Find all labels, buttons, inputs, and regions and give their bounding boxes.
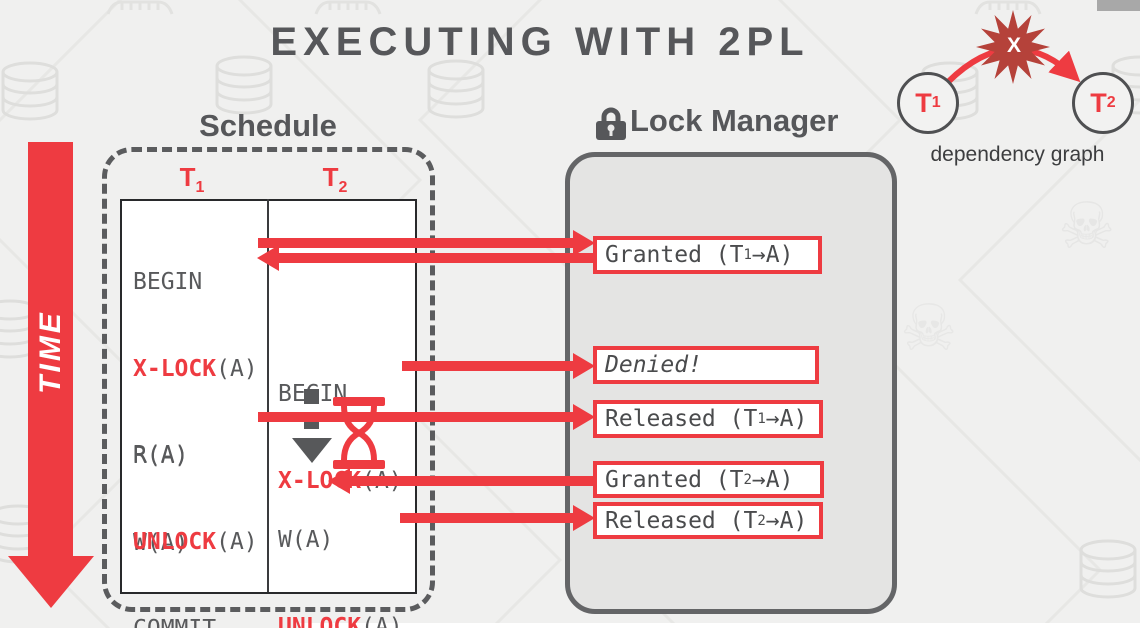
arrow-unlock-t1-request-head-icon — [573, 404, 595, 430]
column-header-t2: T2 — [322, 162, 348, 197]
code-line: W(A) — [133, 530, 189, 556]
code-line: R(A) — [133, 443, 189, 469]
lock-icon — [596, 107, 626, 140]
schedule-title: Schedule — [199, 108, 337, 143]
arrow-xlock-t1-request — [258, 238, 573, 248]
message-denied: Denied! — [593, 346, 819, 384]
schedule-dashed-border — [102, 147, 435, 612]
arrow-unlock-t2-request — [400, 513, 573, 523]
code-line: COMMIT — [133, 615, 258, 628]
conflict-x-label: X — [1006, 34, 1021, 57]
dependency-graph-figure — [945, 10, 1081, 85]
dependency-graph-label: dependency graph — [930, 143, 1105, 166]
corner-tab — [1097, 0, 1140, 11]
schedule-column-divider — [267, 199, 269, 592]
svg-text:☠: ☠ — [900, 292, 957, 366]
arrow-xlock-t2-request — [402, 361, 573, 371]
arrow-granted-t1-response-head-icon — [257, 245, 279, 271]
arrow-xlock-t1-request-head-icon — [573, 230, 595, 256]
arrow-granted-t2-response-head-icon — [328, 468, 350, 494]
wait-arrow-dash-icon — [304, 389, 319, 404]
arrow-xlock-t2-request-head-icon — [573, 353, 595, 379]
arrow-unlock-t2-request-head-icon — [573, 505, 595, 531]
time-arrow — [28, 142, 73, 557]
code-line: X-LOCK(A) — [133, 356, 258, 382]
t1-operations-top: BEGIN X-LOCK(A) R(A) W(A) — [133, 210, 258, 616]
code-line: BEGIN — [133, 269, 203, 295]
bottom-strip — [300, 623, 1140, 628]
lock-manager-title: Lock Manager — [630, 103, 839, 138]
t1-operations-bottom: R(A) UNLOCK(A) COMMIT — [133, 383, 258, 628]
hourglass-icon — [333, 397, 385, 469]
code-line: UNLOCK(A) — [133, 529, 258, 555]
time-label: TIME — [34, 310, 67, 394]
column-header-t1: T1 — [179, 162, 205, 197]
arrow-granted-t1-response — [279, 253, 593, 263]
code-line: R(A) — [133, 442, 189, 468]
code-line: UNLOCK(A) — [278, 614, 403, 628]
page-title: EXECUTING WITH 2PL — [270, 20, 810, 64]
conflict-starburst-icon — [976, 10, 1050, 84]
time-arrow-head — [8, 556, 94, 608]
wait-arrow-head-icon — [292, 438, 332, 463]
arrow-granted-t2-response — [350, 476, 593, 486]
t2-operations-bottom: W(A) UNLOCK(A) COMMIT — [278, 468, 403, 628]
svg-text:☠: ☠ — [1058, 190, 1115, 264]
code-line: W(A) — [278, 527, 334, 553]
arrow-unlock-t1-request — [258, 412, 573, 422]
